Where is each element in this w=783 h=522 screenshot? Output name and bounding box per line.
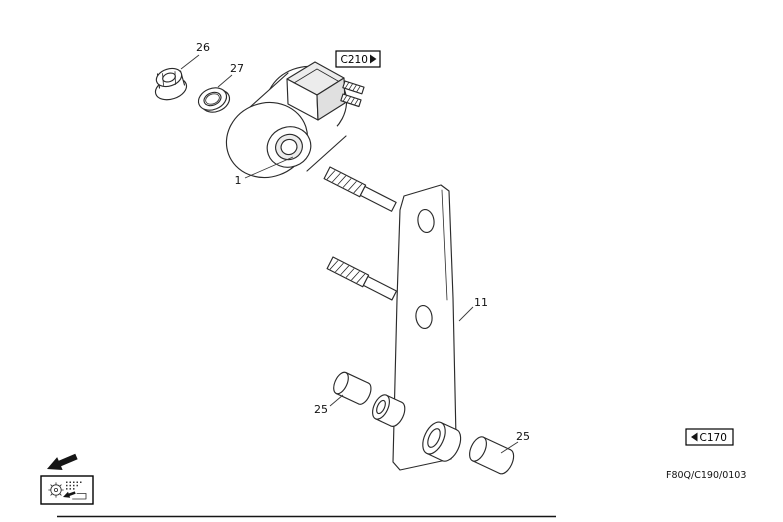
plate-hole-middle	[415, 304, 433, 330]
part-label-25-left: 25	[314, 403, 328, 416]
part-label-25-right: 25	[516, 430, 530, 443]
bracket-mark-icon	[72, 493, 87, 500]
ref-box-c210-label: C210	[341, 54, 368, 66]
leader-line-11	[458, 306, 474, 322]
leader-line-26	[180, 54, 200, 70]
bushing-left-drawing	[333, 371, 372, 405]
part-label-27: 27	[230, 62, 244, 75]
bracket-plate-drawing	[392, 184, 457, 471]
plate-hole-upper	[417, 208, 435, 234]
stud-lower-drawing	[326, 256, 398, 301]
direction-arrow-icon	[47, 453, 78, 470]
part-label-11: 11	[474, 296, 488, 309]
ref-box-c210[interactable]: C210	[335, 50, 381, 68]
leader-line-25-right	[500, 441, 519, 454]
plate-sleeve-lower-drawing	[422, 421, 462, 462]
leader-line-1	[244, 156, 294, 179]
part-label-1: 1	[235, 174, 242, 187]
stud-upper-drawing	[323, 166, 397, 212]
part-label-26: 26	[196, 41, 210, 54]
ref-box-c170[interactable]: C170	[685, 428, 734, 446]
leader-line-25-left	[329, 394, 344, 407]
left-arrow-icon	[691, 432, 698, 442]
nut-drawing	[154, 67, 188, 101]
leader-line-27	[217, 74, 233, 88]
drawing-code: F80Q/C190/0103	[666, 470, 746, 481]
plate-sleeve-upper-drawing	[372, 394, 406, 427]
legend-box	[40, 475, 94, 505]
engine-mount-drawing	[225, 61, 365, 179]
bushing-right-drawing	[469, 436, 515, 475]
gear-icon	[48, 482, 64, 498]
right-arrow-icon	[370, 54, 377, 64]
ref-box-c170-label: C170	[700, 432, 727, 444]
mini-arrow-icon	[63, 491, 76, 498]
mount-stud-small-upper	[342, 80, 365, 95]
mount-stud-small-lower	[340, 93, 362, 108]
dot-pattern-icon	[66, 481, 82, 490]
washer-drawing	[197, 87, 231, 113]
